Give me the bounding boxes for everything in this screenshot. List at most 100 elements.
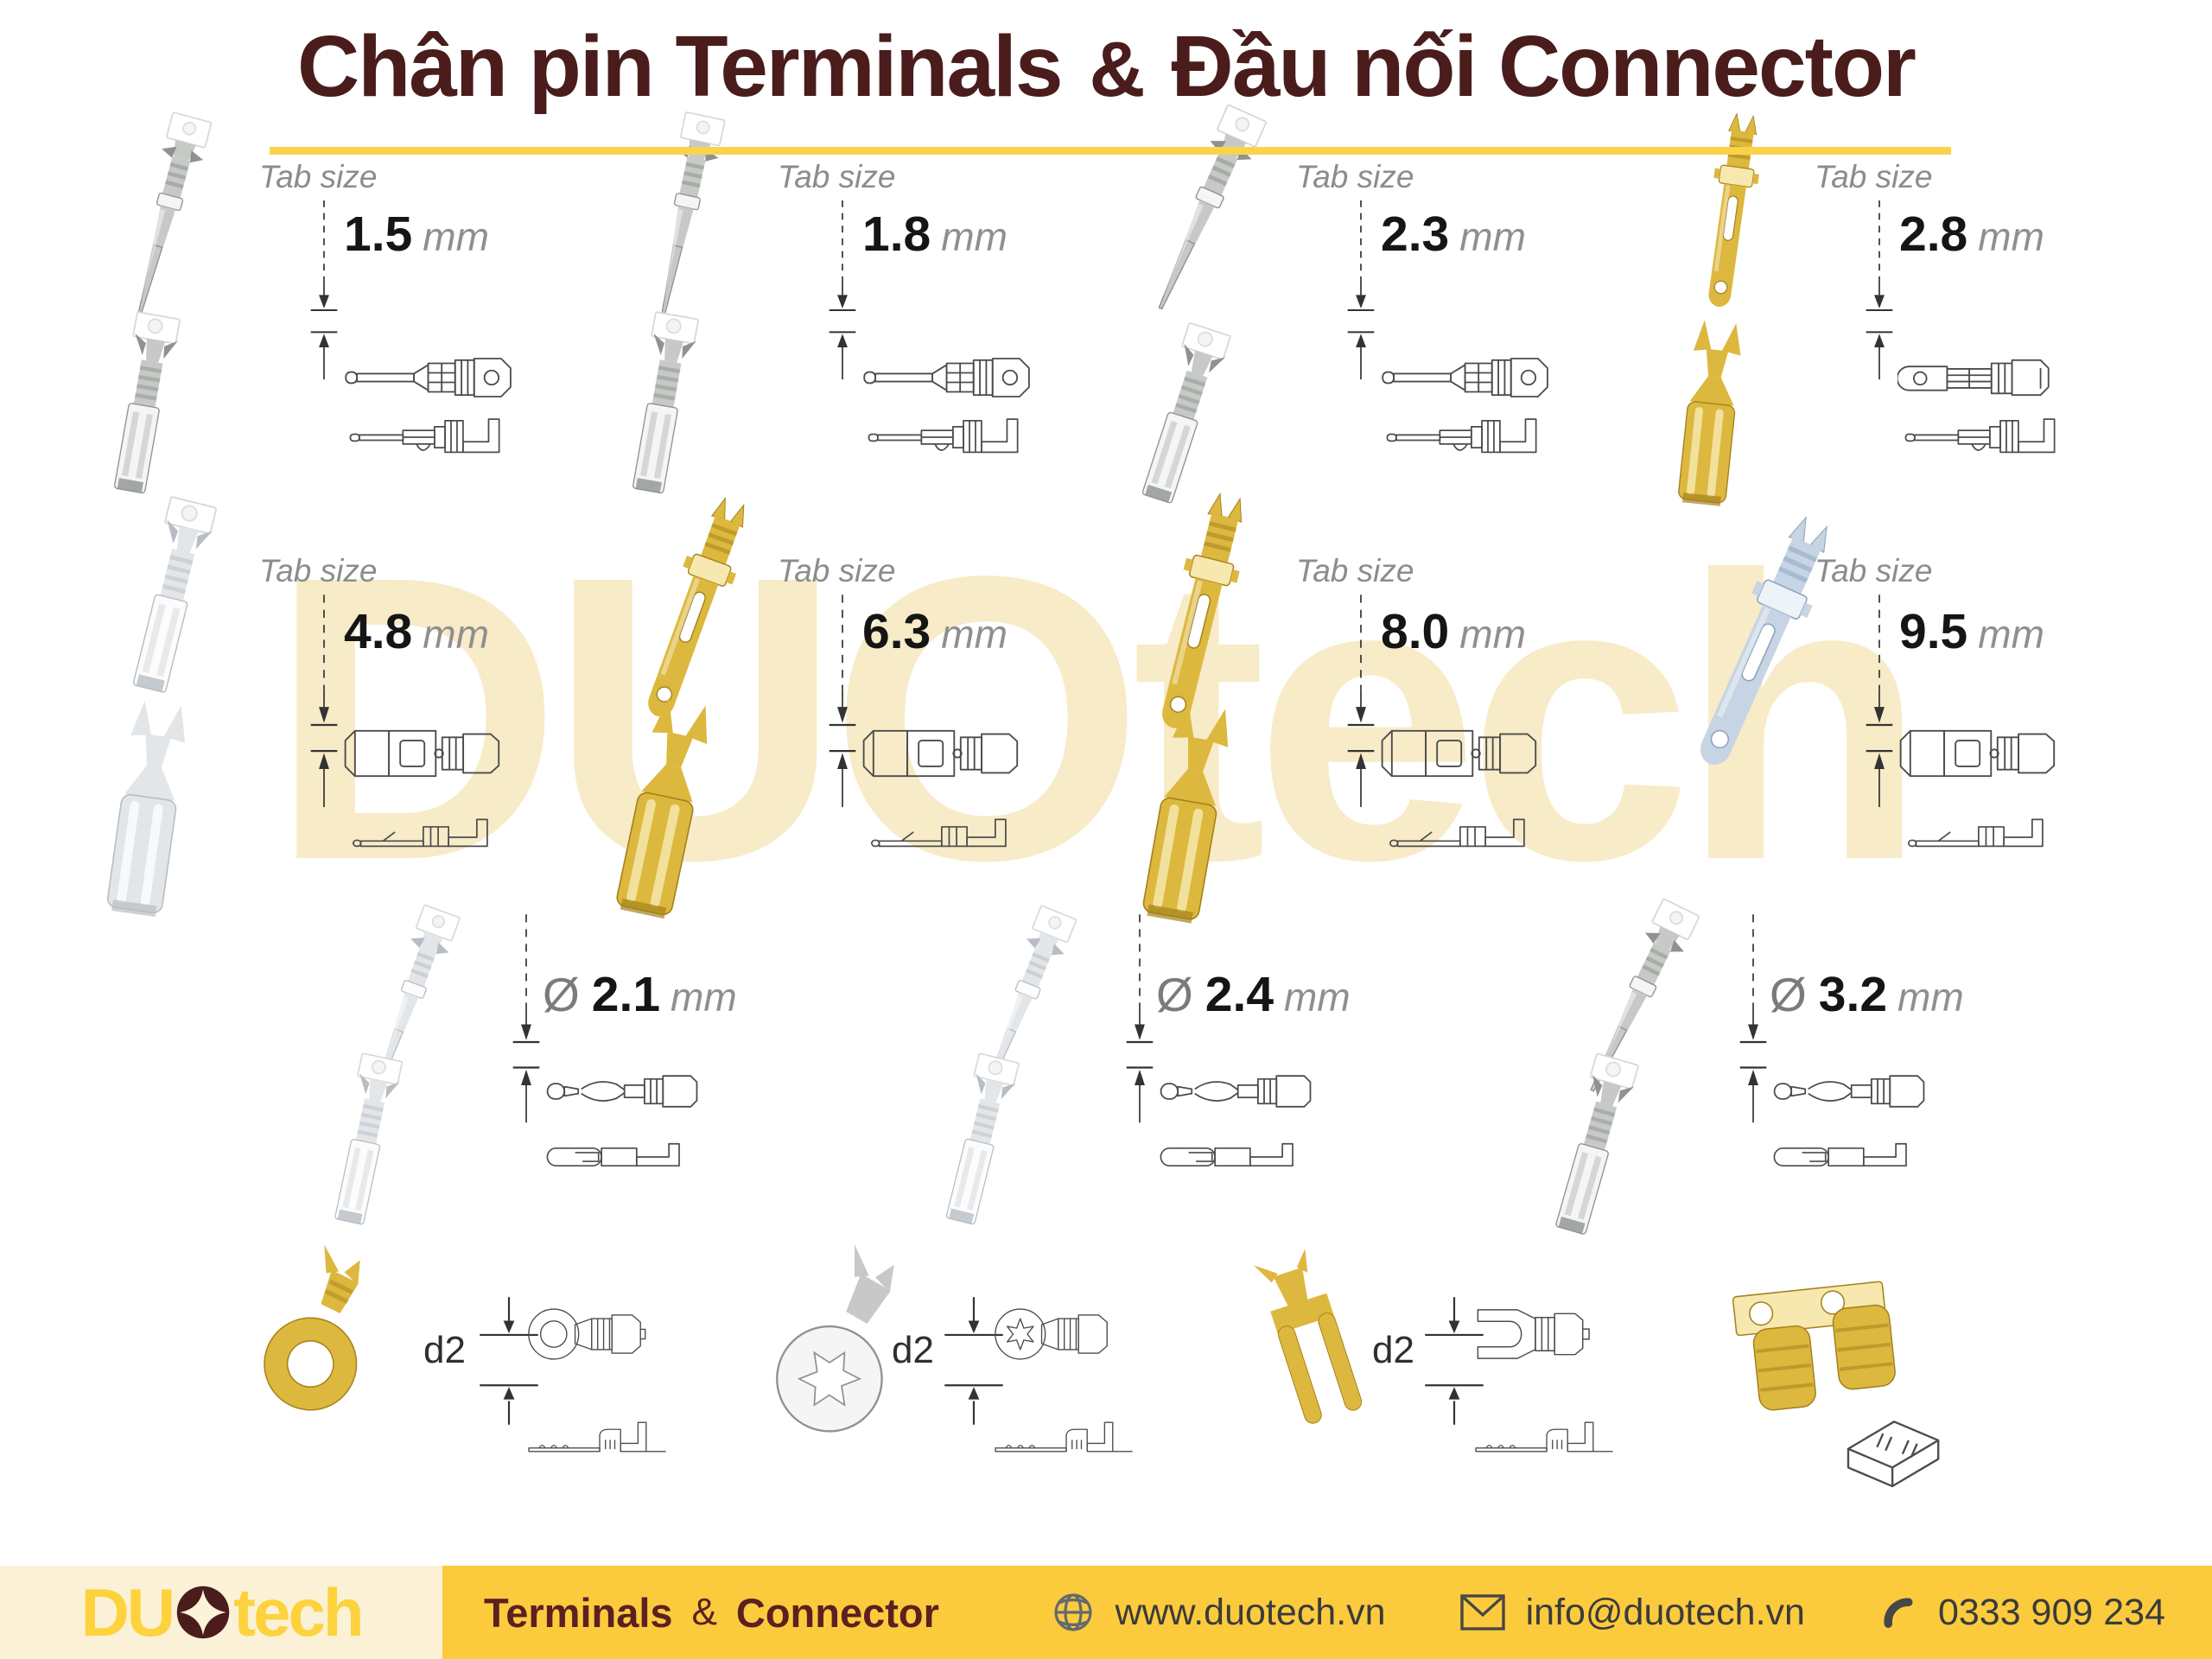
d2-label: d2: [892, 1329, 934, 1371]
lug-row: d2 d2 d2: [130, 1239, 2203, 1566]
female-terminal-drawing: [1771, 1132, 1940, 1182]
iso-clip-drawing: [1834, 1386, 1963, 1488]
dimension-line: [309, 199, 339, 385]
female-terminal-photo: [295, 1046, 432, 1266]
dimension-line: [1865, 593, 1894, 813]
female-terminal-drawing: [1384, 410, 1557, 465]
tab-size-label: Tab size: [1296, 553, 1414, 588]
footer: DU tech Terminals & Connector www.duotec…: [0, 1566, 2212, 1659]
dimension-line: [1125, 912, 1154, 1128]
four-point-star-ring-icon: [176, 1586, 230, 1639]
lug-card-ring: d2: [130, 1240, 667, 1566]
female-terminal-drawing: [347, 410, 520, 465]
footer-bar: Terminals & Connector www.duotech.vn inf…: [442, 1566, 2212, 1659]
dimension-line: [828, 593, 857, 813]
female-terminal-photo: [74, 691, 219, 943]
mail-icon: [1459, 1594, 1505, 1630]
diameter-symbol: Ø: [1156, 968, 1193, 1021]
male-terminal-photo: [88, 103, 242, 336]
dimension-line: [1738, 912, 1768, 1128]
tagline-amp: &: [691, 1591, 717, 1633]
male-terminal-drawing: [1897, 349, 2081, 406]
globe-icon: [1054, 1593, 1093, 1631]
lug-side-drawing: [992, 1410, 1137, 1464]
tab-size-label: Tab size: [259, 159, 378, 194]
lug-card-star-ring: d2: [648, 1239, 1166, 1566]
tagline-connector: Connector: [735, 1589, 939, 1636]
lug-side-drawing: [1472, 1410, 1618, 1464]
logo-text-du: DU: [80, 1574, 175, 1650]
male-terminal-drawing: [544, 1066, 721, 1116]
d2-label: d2: [1372, 1329, 1414, 1371]
phone-number-text: 0333 909 234: [1937, 1591, 2165, 1633]
male-terminal-drawing: [1896, 717, 2082, 790]
female-terminal-drawing: [1384, 810, 1561, 864]
tab-size-label: Tab size: [1296, 159, 1414, 194]
male-terminal-photo: [1666, 106, 1796, 327]
dimension-line: [512, 912, 541, 1128]
fork-terminal-drawing: [1469, 1291, 1629, 1377]
tab-size-label: Tab size: [778, 553, 896, 588]
male-terminal-drawing: [340, 717, 526, 790]
website-text: www.duotech.vn: [1115, 1591, 1386, 1633]
female-terminal-drawing: [544, 1132, 713, 1182]
lug-card-fork: d2: [1166, 1246, 1685, 1566]
dimension-line: [1865, 199, 1894, 385]
logo-text-tech: tech: [233, 1574, 364, 1650]
watermark: DUOtech: [270, 493, 1927, 944]
brand-logo: DU tech: [0, 1566, 442, 1659]
dimension-line: [1346, 199, 1376, 385]
female-terminal-photo: [905, 1046, 1048, 1267]
male-terminal-drawing: [1771, 1066, 1948, 1116]
male-terminal-drawing: [1377, 717, 1563, 790]
female-terminal-drawing: [1158, 1132, 1326, 1182]
d2-label: d2: [423, 1329, 466, 1371]
email-text: info@duotech.vn: [1525, 1591, 1805, 1633]
female-terminal-drawing: [1903, 410, 2075, 465]
female-terminal-photo: [1514, 1045, 1667, 1279]
male-terminal-drawing: [861, 349, 1044, 406]
female-terminal-photo: [1649, 313, 1771, 528]
female-terminal-drawing: [866, 410, 1039, 465]
male-terminal-drawing: [859, 717, 1045, 790]
phone-icon: [1884, 1598, 1913, 1628]
dimension-line: [309, 593, 339, 813]
female-terminal-drawing: [1903, 810, 2080, 864]
lug-card-fuse-clip: [1685, 1255, 2203, 1566]
dimension-line: [828, 199, 857, 385]
male-terminal-drawing: [342, 349, 525, 406]
female-terminal-drawing: [347, 810, 524, 864]
ring-terminal-photo: [207, 1225, 433, 1462]
title-underline: [270, 147, 1951, 155]
tab-size-label: Tab size: [1815, 553, 1933, 588]
male-terminal-drawing: [1379, 349, 1562, 406]
diameter-symbol: Ø: [1770, 968, 1807, 1021]
star-ring-terminal-drawing: [989, 1291, 1138, 1377]
male-terminal-drawing: [1158, 1066, 1335, 1116]
